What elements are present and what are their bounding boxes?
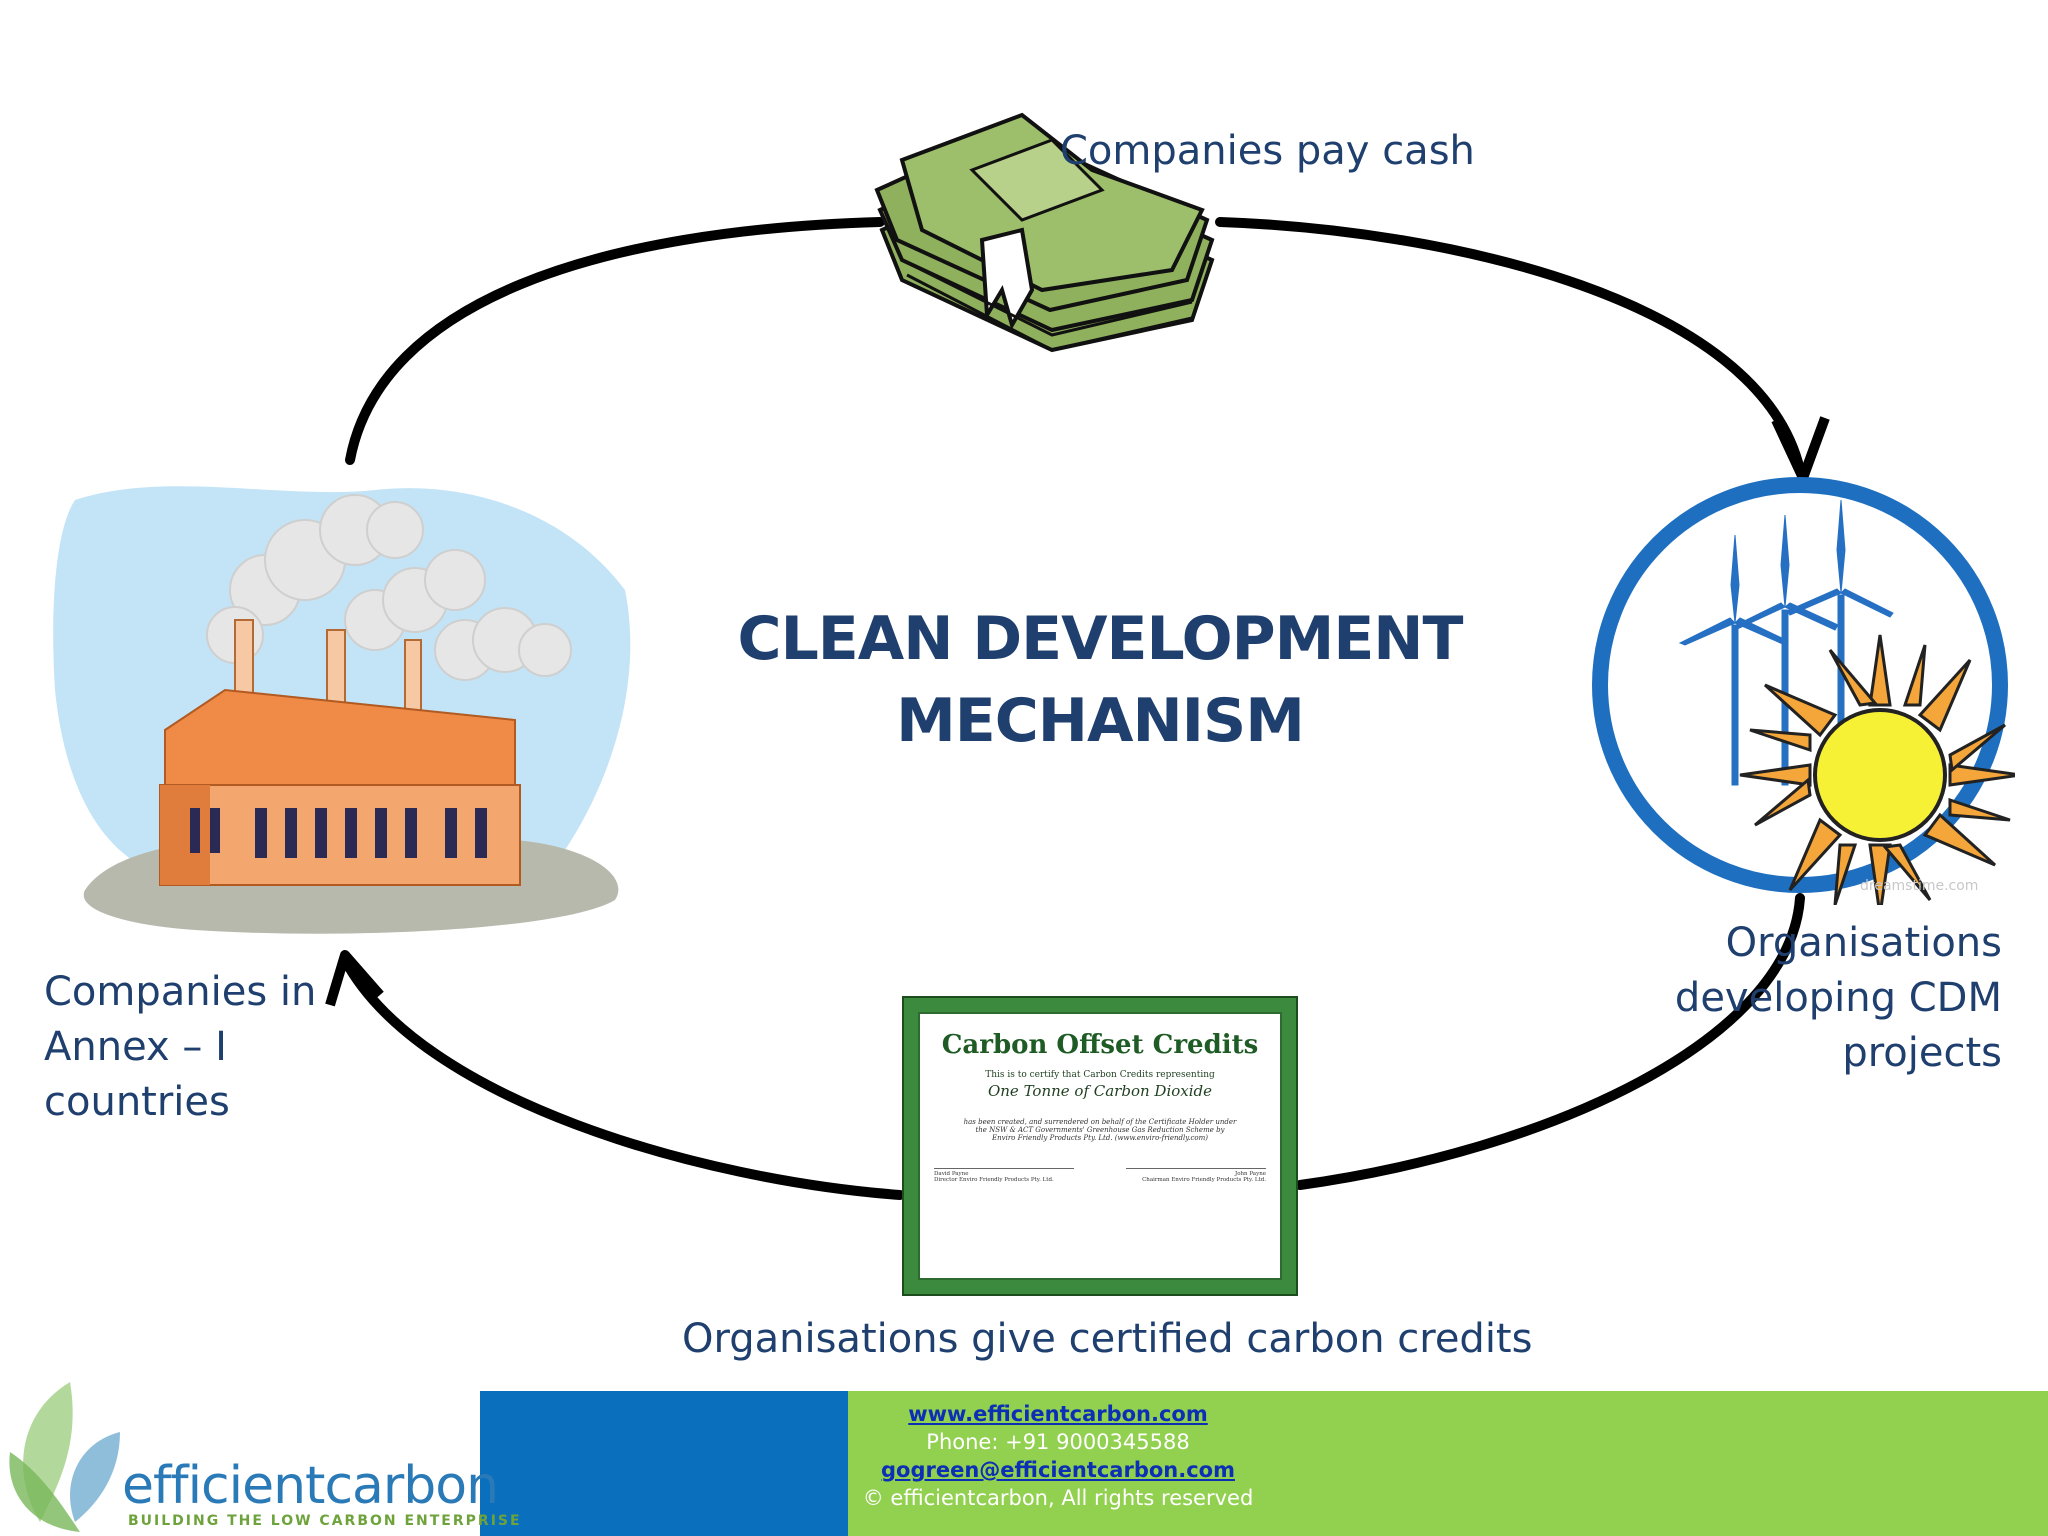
label-organisations-developing-cdm: Organisations developing CDM projects (1674, 920, 2002, 1076)
certificate-line2: One Tonne of Carbon Dioxide (987, 1082, 1213, 1100)
logo-wordmark: efficientcarbon (122, 1456, 499, 1516)
signature-right: John Payne Chairman Enviro Friendly Prod… (1126, 1168, 1266, 1183)
arrow-head-right (1771, 416, 1830, 483)
sun (1739, 634, 2015, 905)
title-line-1: CLEAN DEVELOPMENT (737, 604, 1464, 674)
title-line-2: MECHANISM (896, 686, 1305, 756)
arrow-bottom-arc (340, 893, 1805, 1200)
certificate-icon: Carbon Offset Credits This is to certify… (902, 996, 1298, 1296)
label-companies-pay-cash: Companies pay cash (1060, 128, 1475, 174)
logo-text-efficient: efficient (122, 1456, 325, 1516)
diagram-title: CLEAN DEVELOPMENT MECHANISM (600, 598, 1600, 762)
logo-tagline: BUILDING THE LOW CARBON ENTERPRISE (128, 1513, 522, 1529)
certificate-signatures: David Payne Director Enviro Friendly Pro… (934, 1168, 1266, 1183)
certificate-inner: Carbon Offset Credits This is to certify… (918, 1012, 1282, 1280)
footer-green-band (848, 1391, 2048, 1536)
factory-icon (53, 486, 631, 934)
arrow-head-left (325, 950, 384, 1007)
logo-text-carbon: carbon (324, 1456, 499, 1516)
footer-phone: Phone: +91 9000345588 (926, 1430, 1190, 1454)
certificate-line1: This is to certify that Carbon Credits r… (985, 1070, 1215, 1080)
footer-contact: www.efficientcarbon.com Phone: +91 90003… (848, 1400, 1268, 1512)
footer-copyright: © efficientcarbon, All rights reserved (862, 1486, 1254, 1510)
leaf-logo-icon (9, 1382, 120, 1532)
signature-left: David Payne Director Enviro Friendly Pro… (934, 1168, 1074, 1183)
certificate-body-3: Enviro Friendly Products Pty. Ltd. (www.… (992, 1134, 1208, 1142)
certificate-body-2: the NSW & ACT Governments' Greenhouse Ga… (975, 1126, 1225, 1134)
watermark-text: dreamstime.com (1860, 878, 1978, 894)
footer-blue-band (480, 1391, 848, 1536)
label-companies-annex-i: Companies in Annex – I countries (44, 969, 317, 1125)
footer-email-link[interactable]: gogreen@efficientcarbon.com (881, 1458, 1235, 1482)
label-certified-carbon-credits: Organisations give certified carbon cred… (682, 1316, 1533, 1362)
footer-website-link[interactable]: www.efficientcarbon.com (908, 1402, 1208, 1426)
certificate-body-1: has been created, and surrendered on beh… (963, 1118, 1237, 1126)
wind-solar-icon: dreamstime.com (1592, 477, 2015, 905)
money-stack-icon (874, 112, 1215, 353)
arrow-top-arc (345, 217, 1805, 475)
certificate-heading: Carbon Offset Credits (941, 1030, 1259, 1060)
